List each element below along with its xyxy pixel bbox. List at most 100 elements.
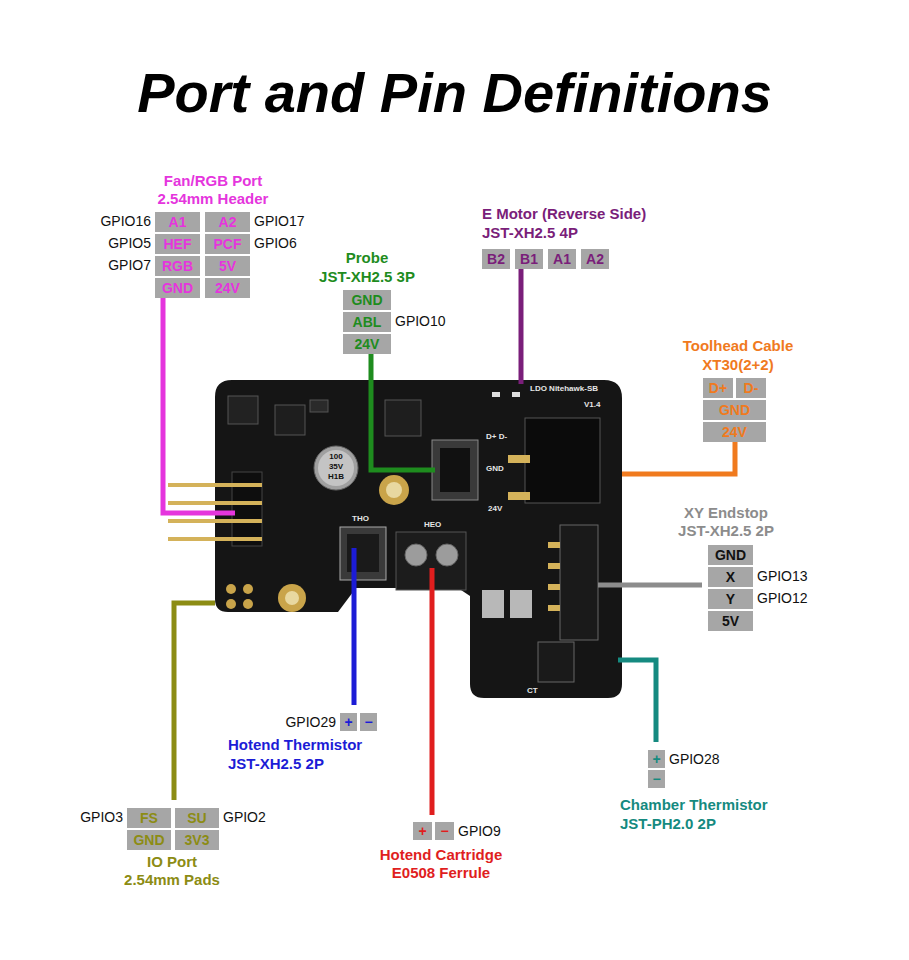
leader-line xyxy=(618,660,656,742)
io-pad xyxy=(226,599,236,609)
port-name: E Motor (Reverse Side) xyxy=(482,205,646,223)
pin-name: GND xyxy=(162,281,193,295)
pin-signal: GPIO12 xyxy=(757,590,808,607)
silkscreen-text: THO xyxy=(352,514,369,524)
pin-name: ABL xyxy=(353,315,382,329)
pin-box: FS xyxy=(127,808,171,828)
pin-box: GND xyxy=(703,400,766,420)
pin-name: B2 xyxy=(487,252,505,266)
pin-box: − xyxy=(648,770,665,788)
header-pin xyxy=(168,519,262,523)
pin-box: GND xyxy=(127,830,171,850)
pin-box: RGB xyxy=(155,256,200,276)
chamber-connector xyxy=(538,642,574,682)
leader-line xyxy=(622,441,735,474)
pin-box: D- xyxy=(736,378,766,398)
leader-line xyxy=(174,603,215,800)
pin-name: FS xyxy=(140,811,158,825)
pin-box: GND xyxy=(343,290,391,310)
pin-box: A1 xyxy=(155,212,200,232)
pin-box: GND xyxy=(708,545,753,565)
connector-type: JST-PH2.0 2P xyxy=(620,815,716,833)
pin-box: X xyxy=(708,567,753,587)
pin-signal: GPIO29 xyxy=(285,714,336,731)
capacitor-marking: H1B xyxy=(328,472,344,482)
io-pad xyxy=(243,599,253,609)
silkscreen-text: LDO Nitehawk-SB xyxy=(530,384,598,394)
pin-signal: GPIO3 xyxy=(80,809,123,826)
xt30-connector xyxy=(525,418,600,503)
pin-name: A2 xyxy=(219,215,237,229)
pin-box: HEF xyxy=(155,234,200,254)
pin-name: − xyxy=(364,715,372,729)
chip xyxy=(310,400,328,412)
pin-name: 5V xyxy=(219,259,236,273)
port-name: Chamber Thermistor xyxy=(620,796,768,814)
capacitor xyxy=(314,446,358,490)
pin-name: 5V xyxy=(722,614,739,628)
pin-name: 24V xyxy=(355,337,380,351)
pcb-board xyxy=(215,380,622,698)
port-name: Toolhead Cable xyxy=(683,337,794,355)
chip xyxy=(385,400,421,436)
pin-signal: GPIO5 xyxy=(108,235,151,252)
xt30-pin xyxy=(508,492,530,500)
header-pin xyxy=(168,501,262,505)
pin-name: A1 xyxy=(169,215,187,229)
mounting-hole-center xyxy=(285,591,299,605)
pin-name: GND xyxy=(715,548,746,562)
silkscreen-text: CT xyxy=(527,686,538,696)
pin-name: 3V3 xyxy=(185,833,210,847)
pin-box: 3V3 xyxy=(175,830,219,850)
leader-line xyxy=(598,583,702,588)
pin-box: 24V xyxy=(343,334,391,354)
pin-name: RGB xyxy=(162,259,193,273)
page-title: Port and Pin Definitions xyxy=(0,62,909,124)
pin-signal: GPIO17 xyxy=(254,213,305,230)
pin-name: D+ xyxy=(709,381,727,395)
pin-box: 24V xyxy=(205,278,250,298)
mounting-hole-center xyxy=(386,482,402,498)
capacitor-top xyxy=(318,450,354,486)
leader-line xyxy=(371,354,435,470)
pin-box: A2 xyxy=(581,249,609,269)
pin-name: Y xyxy=(726,592,735,606)
io-pad xyxy=(226,584,236,594)
pin-name: − xyxy=(440,824,448,838)
port-name: XY Endstop xyxy=(684,504,768,522)
terminal-screw xyxy=(405,544,427,566)
led xyxy=(492,392,500,397)
pin-box: B1 xyxy=(515,249,543,269)
endstop-pin xyxy=(548,605,560,611)
chip xyxy=(228,396,258,424)
pin-name: GND xyxy=(351,293,382,307)
capacitor-marking: 100 xyxy=(329,452,342,462)
pin-signal: GPIO7 xyxy=(108,257,151,274)
connector-type: XT30(2+2) xyxy=(702,356,773,374)
pin-box: − xyxy=(360,713,377,731)
probe-connector-socket xyxy=(440,448,470,492)
mounting-hole xyxy=(379,475,409,505)
thermistor-connector xyxy=(340,527,386,580)
pin-name: SU xyxy=(187,811,206,825)
pin-signal: GPIO10 xyxy=(395,313,446,330)
port-name: IO Port xyxy=(147,853,197,871)
pin-name: D- xyxy=(744,381,759,395)
port-name: Fan/RGB Port xyxy=(164,172,262,190)
pin-box: GND xyxy=(155,278,200,298)
pin-box: PCF xyxy=(205,234,250,254)
pin-name: + xyxy=(344,715,352,729)
pin-box: ABL xyxy=(343,312,391,332)
mounting-hole xyxy=(278,584,306,612)
pin-name: A2 xyxy=(586,252,604,266)
pin-name: GND xyxy=(133,833,164,847)
header-pin xyxy=(168,537,262,541)
led xyxy=(512,392,520,397)
pin-name: GND xyxy=(719,403,750,417)
pin-signal: GPIO13 xyxy=(757,568,808,585)
pin-name: PCF xyxy=(214,237,242,251)
connector-type: JST-XH2.5 3P xyxy=(319,268,415,286)
pin-box: Y xyxy=(708,589,753,609)
silkscreen-text: D+ D- xyxy=(486,432,507,442)
leader-line xyxy=(519,268,524,384)
